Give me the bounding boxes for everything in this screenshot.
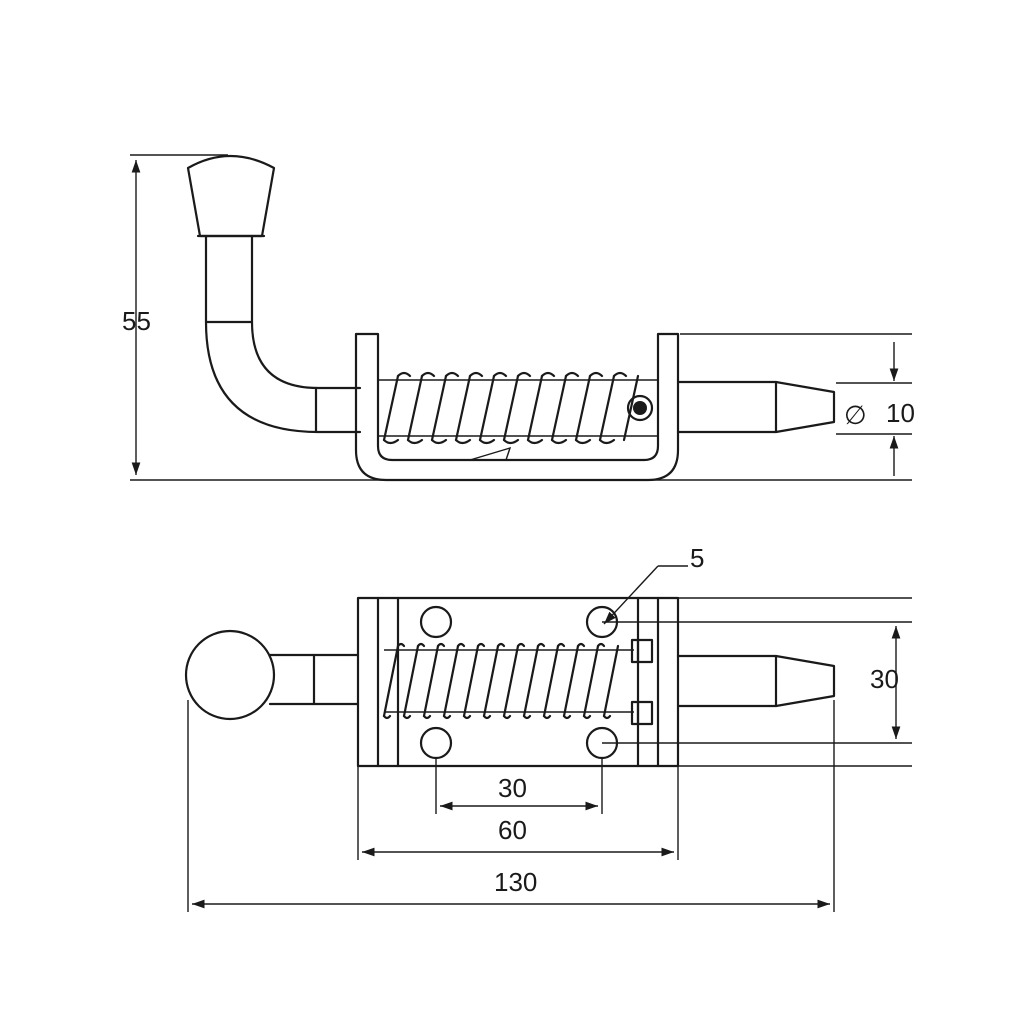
diameter-symbol: ∅: [844, 400, 867, 430]
cross-pin-top-lower: [630, 700, 654, 726]
handle-knob: [186, 154, 276, 238]
dim-body-length-label: 60: [498, 815, 527, 845]
cross-pin-top-upper: [630, 638, 654, 664]
dim-hole-horizontal-label: 30: [498, 773, 527, 803]
handle-ball: [184, 629, 276, 721]
pin-tip-top: [774, 654, 836, 708]
dim-diameter-label: 10: [886, 398, 915, 428]
u-bracket: [354, 332, 680, 482]
side-view: 55 ∅ 10: [122, 154, 915, 482]
base-plate: [356, 596, 680, 768]
spring-side: [378, 371, 658, 445]
dim-height-label: 55: [122, 306, 151, 336]
top-view: 30 5 30 60 130: [184, 543, 912, 912]
spring-top: [382, 642, 634, 720]
hole-leader: [603, 565, 659, 625]
cross-pin-side: [626, 394, 654, 422]
dim-hole-vertical-label: 30: [870, 664, 899, 694]
handle-shaft: [204, 234, 362, 434]
dim-overall-length-label: 130: [494, 867, 537, 897]
pin-tip-side: [774, 380, 836, 434]
dim-hole-diameter-label: 5: [690, 543, 704, 573]
mounting-hole-top-left: [419, 605, 453, 639]
mounting-hole-bottom-left: [419, 726, 453, 760]
